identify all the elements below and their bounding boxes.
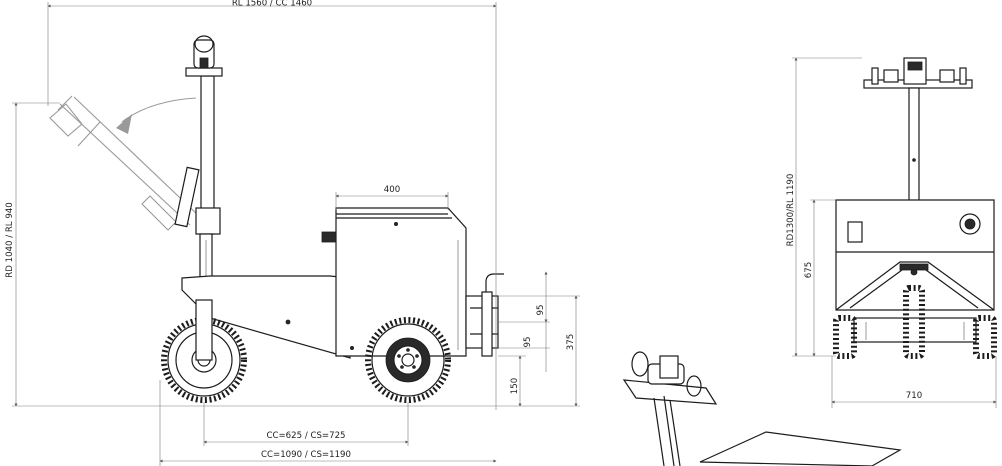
side-view: RL 1560 / CC 1460 RD 1040 / RL 940 400 9… [5,0,580,466]
perspective-view [622,351,902,466]
base-length-label: CC=1090 / CS=1190 [261,450,351,460]
folded-drawbar-ghost [49,95,199,231]
hitch-spacing-top-label: 95 [536,305,546,316]
wheelbase-label: CC=625 / CS=725 [266,431,345,441]
ground-clearance-label: 150 [510,378,520,394]
overall-length-label: RL 1560 / CC 1460 [232,0,312,9]
hood-width-label: 400 [384,185,400,195]
body-height-label: 675 [804,262,814,278]
front-height-label: RD1300/RL 1190 [786,174,796,247]
track-width-label: 710 [906,391,922,401]
upright-drawbar [174,35,223,281]
front-wheel [161,299,247,403]
total-height-label: RD 1040 / RL 940 [5,202,15,277]
hood [321,207,467,357]
rear-hitch [465,273,504,357]
front-view: RD1300/RL 1190 675 710 [786,57,997,408]
rear-wheel [365,317,451,403]
hitch-height-label: 375 [566,334,576,350]
side-dimension-lines [12,2,580,466]
hitch-spacing-bottom-label: 95 [523,337,533,348]
